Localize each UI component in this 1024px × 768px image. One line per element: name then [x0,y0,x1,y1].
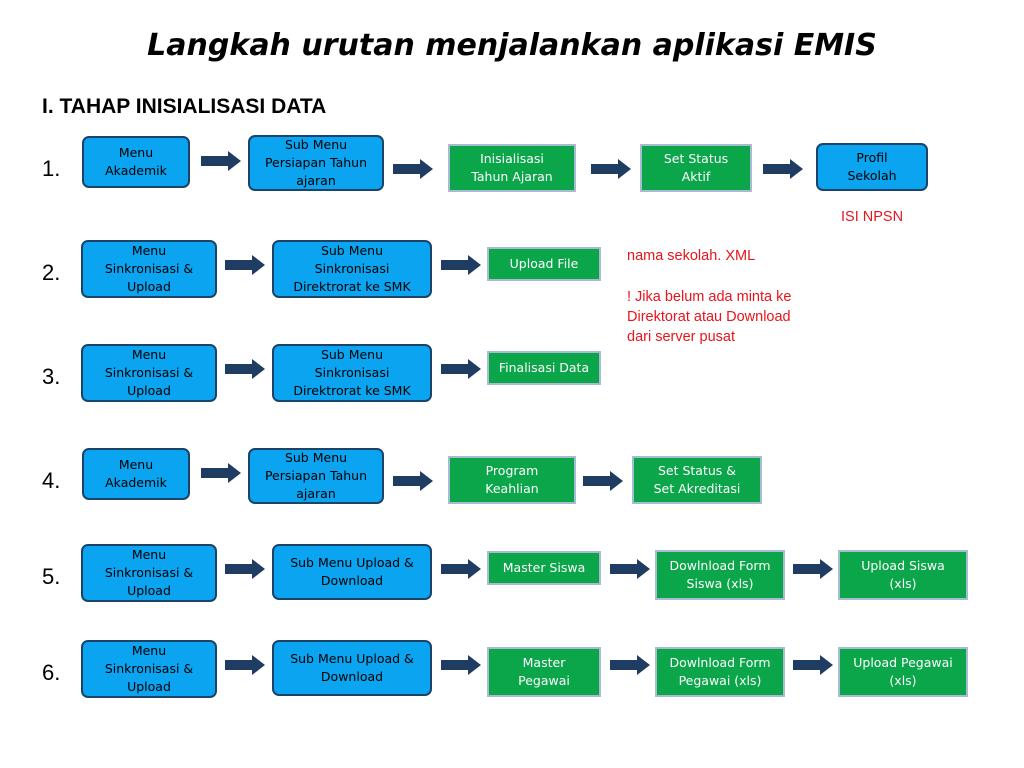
note-isi-npsn: ISI NPSN [841,209,904,225]
node-6-menu-sinkronisasi: Menu Sinkronisasi & Upload [81,640,217,698]
arrow-icon [590,158,632,180]
arrow-icon [224,254,266,276]
node-1-sub-menu-persiapan: Sub Menu Persiapan Tahun ajaran [248,135,384,191]
node-6-upload-pegawai: Upload Pegawai (xls) [838,647,968,697]
node-2-sub-menu-sinkronisasi: Sub Menu Sinkronisasi Direktrorat ke SMK [272,240,432,298]
node-4-sub-menu-persiapan: Sub Menu Persiapan Tahun ajaran [248,448,384,504]
node-5-upload-siswa: Upload Siswa (xls) [838,550,968,600]
step-number-5: 5. [42,564,61,589]
arrow-icon [762,158,804,180]
arrow-icon [392,158,434,180]
node-4-set-akreditasi: Set Status & Set Akreditasi [632,456,762,504]
note-warning: ! Jika belum ada minta ke Direktorat ata… [627,289,792,345]
node-4-program-keahlian: Program Keahlian [448,456,576,504]
arrow-icon [792,654,834,676]
arrow-icon [224,358,266,380]
arrow-icon [792,558,834,580]
step-number-3: 3. [42,364,61,389]
arrow-icon [582,470,624,492]
arrow-icon [440,254,482,276]
arrow-icon [224,558,266,580]
node-5-master-siswa: Master Siswa [487,551,601,585]
node-5-download-form-siswa: Dowlnload Form Siswa (xls) [655,550,785,600]
section-title: I. TAHAP INISIALISASI DATA [42,95,327,118]
node-1-inisialisasi: Inisialisasi Tahun Ajaran [448,144,576,192]
step-number-2: 2. [42,260,61,285]
node-6-sub-menu-upload: Sub Menu Upload & Download [272,640,432,696]
arrow-icon [392,470,434,492]
arrow-icon [224,654,266,676]
arrow-icon [440,654,482,676]
node-4-menu-akademik: Menu Akademik [82,448,190,500]
node-1-menu-akademik: Menu Akademik [82,136,190,188]
node-5-menu-sinkronisasi: Menu Sinkronisasi & Upload [81,544,217,602]
step-number-6: 6. [42,660,61,685]
node-1-profil-sekolah: Profil Sekolah [816,143,928,191]
node-1-set-status: Set Status Aktif [640,144,752,192]
arrow-icon [440,358,482,380]
node-6-download-form-pegawai: Dowlnload Form Pegawai (xls) [655,647,785,697]
note-xml-file: nama sekolah. XML [627,248,756,264]
arrow-icon [200,462,242,484]
node-5-sub-menu-upload: Sub Menu Upload & Download [272,544,432,600]
arrow-icon [609,654,651,676]
step-number-1: 1. [42,156,61,181]
arrow-icon [609,558,651,580]
node-2-upload-file: Upload File [487,247,601,281]
step-number-4: 4. [42,468,61,493]
node-3-finalisasi-data: Finalisasi Data [487,351,601,385]
slide-title: Langkah urutan menjalankan aplikasi EMIS [147,28,877,63]
node-3-sub-menu-sinkronisasi: Sub Menu Sinkronisasi Direktrorat ke SMK [272,344,432,402]
node-2-menu-sinkronisasi: Menu Sinkronisasi & Upload [81,240,217,298]
arrow-icon [440,558,482,580]
arrow-icon [200,150,242,172]
node-3-menu-sinkronisasi: Menu Sinkronisasi & Upload [81,344,217,402]
node-6-master-pegawai: Master Pegawai [487,647,601,697]
